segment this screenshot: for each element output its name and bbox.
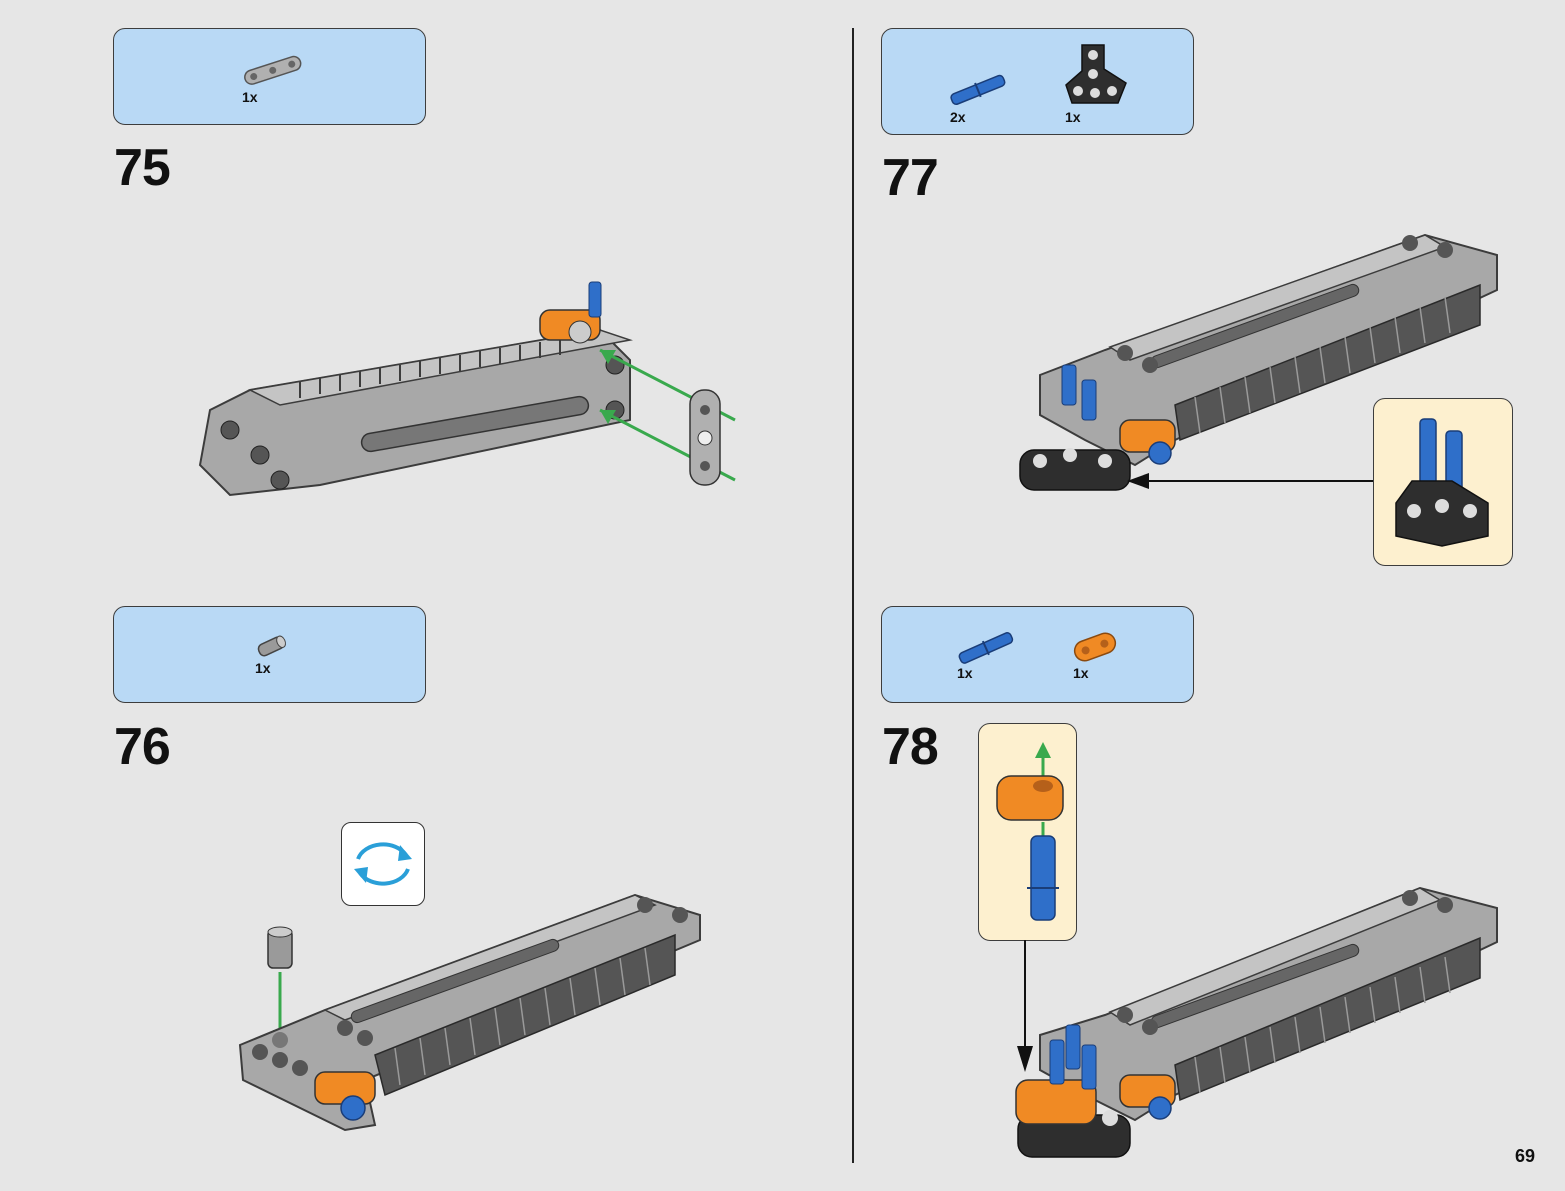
parts-box-step-77: 2x 1x: [881, 28, 1194, 135]
part-quantity: 1x: [957, 665, 973, 681]
callout-step-78-subassembly: [978, 723, 1077, 941]
liftarm-orange-icon: [1073, 632, 1117, 662]
liftarm-thin-1x3-gray-icon: [244, 55, 302, 85]
parts-box-step-78: 1x 1x: [881, 606, 1194, 703]
step-number-75: 75: [114, 139, 171, 197]
part-quantity: 1x: [242, 89, 258, 105]
part-quantity: 1x: [255, 660, 271, 676]
step-number-76: 76: [114, 718, 171, 776]
axle-pin-blue-icon: [950, 74, 1006, 106]
axle-pin-blue-icon: [958, 632, 1014, 664]
tee-beam-with-pins-icon: [1395, 418, 1489, 547]
part-quantity: 2x: [950, 109, 966, 125]
part-quantity: 1x: [1065, 109, 1081, 125]
step-75-assembly-illustration: [198, 281, 736, 497]
callout-step-77-subassembly: [1373, 398, 1513, 566]
page-divider: [852, 28, 854, 1163]
rotate-model-indicator: [341, 822, 425, 906]
page-number: 69: [1514, 1146, 1535, 1166]
step-76-assembly-illustration: [238, 893, 701, 1132]
step-78-assembly-illustration: [1015, 886, 1498, 1158]
parts-box-step-76: 1x: [113, 606, 426, 703]
step-number-78: 78: [882, 718, 939, 776]
rotate-arrows-icon: [354, 842, 412, 886]
step-77-assembly-illustration: [1019, 233, 1498, 491]
axle-pin-bush-gray-icon: [257, 635, 286, 657]
orange-liftarm-on-pin-icon: [996, 742, 1064, 921]
part-quantity: 1x: [1073, 665, 1089, 681]
tee-beam-black-icon: [1065, 44, 1127, 104]
parts-box-step-75: 1x: [113, 28, 426, 125]
step-number-77: 77: [882, 149, 939, 207]
